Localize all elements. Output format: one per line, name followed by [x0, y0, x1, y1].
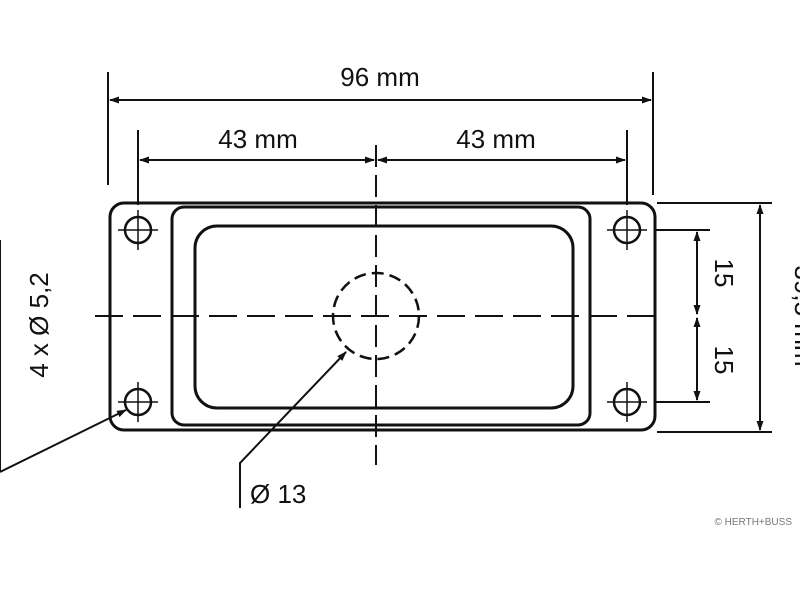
mount-hole-top-right	[607, 210, 647, 250]
mount-hole-bottom-left	[118, 382, 158, 422]
center-hole	[331, 271, 421, 361]
dimension-label-39-5: 39,5 mm	[789, 265, 800, 366]
dimension-label-mount-holes: 4 x Ø 5,2	[24, 272, 54, 378]
dimension-label-43-left: 43 mm	[218, 124, 297, 154]
leader-line-mount-holes	[0, 409, 127, 473]
dimension-label-96: 96 mm	[340, 62, 419, 92]
dimension-label-43-right: 43 mm	[456, 124, 535, 154]
mount-hole-top-left	[118, 210, 158, 250]
dimension-label-15-top: 15	[709, 259, 739, 288]
watermark-logo: © HERTH+BUSS	[715, 517, 793, 528]
dimension-label-center-hole: Ø 13	[250, 479, 306, 509]
mount-hole-bottom-right	[607, 382, 647, 422]
leader-line-center-hole	[239, 351, 347, 508]
dimension-label-15-bottom: 15	[709, 346, 739, 375]
